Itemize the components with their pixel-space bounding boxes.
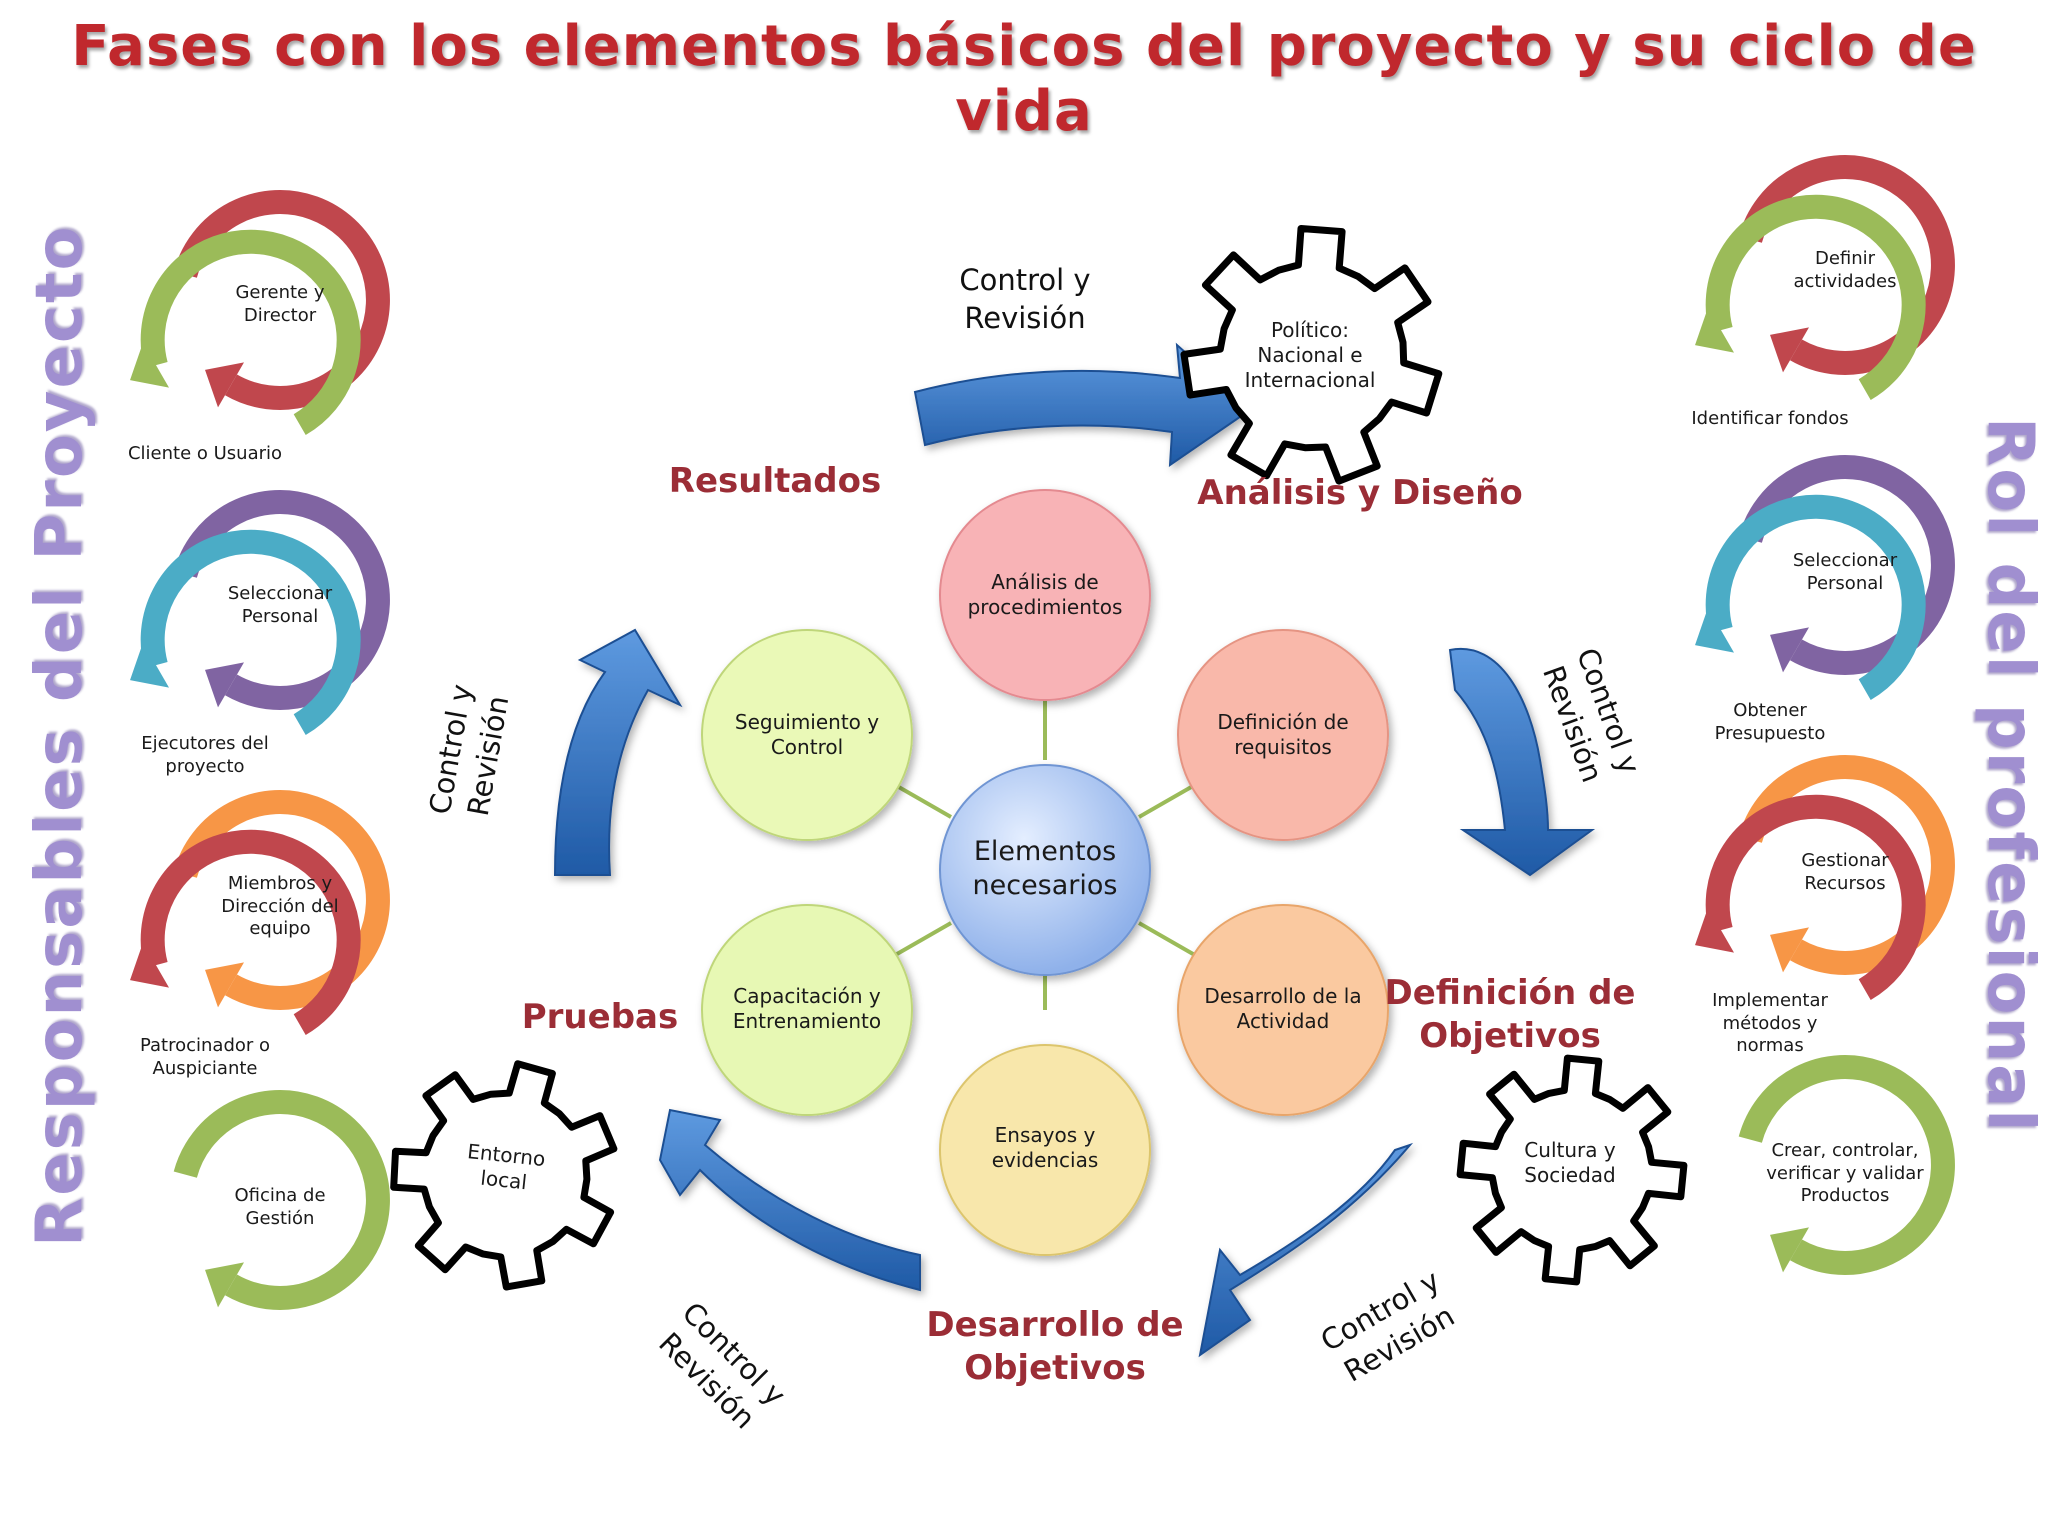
satellite-analisis-circle xyxy=(939,489,1151,701)
right-item-2: Seleccionar Personal xyxy=(1792,550,1898,594)
arc-arrowhead-right-0 xyxy=(205,362,244,408)
arc-arrowhead-left-5 xyxy=(130,942,169,988)
arc-arrowhead-right-4 xyxy=(1770,927,1809,973)
gears xyxy=(390,225,1688,1291)
left-item-6: Oficina de Gestión xyxy=(234,1185,326,1229)
side-title-left: Responsables del Proyecto xyxy=(23,224,97,1247)
satellite-circles xyxy=(701,489,1389,1256)
gear-label-politico: Político: Nacional e Internacional xyxy=(1244,318,1376,392)
right-item-0: Definir actividades xyxy=(1793,248,1897,292)
arc-arrow-right-2 xyxy=(173,490,390,710)
arc-arrow-left-1 xyxy=(140,229,361,435)
satellite-ensayos-circle xyxy=(939,1044,1151,1256)
arc-arrow-left-3 xyxy=(1705,494,1926,700)
phase-analisis: Análisis y Diseño xyxy=(1197,473,1523,513)
arrow-bottom-left xyxy=(658,1108,921,1292)
cycle-arrows xyxy=(553,342,1596,1358)
page-title: Fases con los elementos básicos del proy… xyxy=(71,14,1977,144)
right-item-4: Gestionar Recursos xyxy=(1801,850,1889,894)
right-item-6: Crear, controlar, verificar y validar Pr… xyxy=(1766,1140,1924,1206)
arc-arrowhead-right-2 xyxy=(205,662,244,708)
arc-arrowhead-right-2 xyxy=(1770,627,1809,673)
center-label: Elementos necesarios xyxy=(972,836,1118,901)
arc-arrowhead-right-0 xyxy=(1770,327,1809,373)
side-title-right: Rol del profesional xyxy=(1973,417,2047,1134)
arc-arrowhead-left-3 xyxy=(1695,607,1734,653)
satellite-label-capacitacion: Capacitación y Entrenamiento xyxy=(732,984,882,1033)
left-item-3: Ejecutores del proyecto xyxy=(141,733,269,777)
gear-politico-shape xyxy=(1180,225,1443,485)
arc-arrowhead-right-4 xyxy=(205,962,244,1008)
satellite-label-analisis: Análisis de procedimientos xyxy=(967,570,1123,619)
arc-arrow-right-6 xyxy=(1738,1055,1955,1275)
arc-arrowhead-left-1 xyxy=(1695,307,1734,353)
arc-arrow-left-5 xyxy=(140,829,361,1035)
left-item-2: Seleccionar Personal xyxy=(227,583,333,627)
left-item-0: Gerente y Director xyxy=(235,282,325,326)
arc-arrow-left-3 xyxy=(140,529,361,735)
satellite-requisitos-circle xyxy=(1177,629,1389,841)
arc-arrow-right-4 xyxy=(1738,755,1955,975)
gear-entorno-shape xyxy=(390,1060,618,1291)
satellite-label-requisitos: Definición de requisitos xyxy=(1217,710,1349,759)
satellite-label-actividad: Desarrollo de la Actividad xyxy=(1204,984,1362,1033)
arrow-right xyxy=(1448,647,1596,877)
right-item-1: Identificar fondos xyxy=(1691,408,1849,429)
control-label-top: Control y Revisión xyxy=(959,263,1091,335)
arc-arrowhead-right-6 xyxy=(1770,1227,1809,1273)
gear-cultura-shape xyxy=(1456,1054,1688,1286)
left-item-1: Cliente o Usuario xyxy=(127,443,283,464)
arc-arrowhead-left-3 xyxy=(130,642,169,688)
left-item-4: Miembros y Dirección del equipo xyxy=(221,873,339,939)
left-item-5: Patrocinador o Auspiciante xyxy=(139,1035,271,1079)
arc-arrow-right-0 xyxy=(173,190,390,410)
phase-resultados: Resultados xyxy=(668,461,882,501)
arc-arrowhead-left-5 xyxy=(1695,907,1734,953)
right-item-5: Implementar métodos y normas xyxy=(1712,990,1828,1056)
right-arc-group xyxy=(1695,155,1955,1275)
arc-arrow-right-0 xyxy=(1738,155,1955,375)
arrow-bottom-right xyxy=(1198,1142,1414,1358)
satellite-label-ensayos: Ensayos y evidencias xyxy=(991,1123,1099,1172)
satellite-capacitacion-circle xyxy=(701,904,913,1116)
arc-arrow-right-4 xyxy=(173,790,390,1010)
satellite-actividad-circle xyxy=(1177,904,1389,1116)
left-arc-group xyxy=(130,190,390,1310)
satellite-seguimiento-circle xyxy=(701,629,913,841)
arc-arrow-left-1 xyxy=(1705,194,1926,400)
phase-desarrollo: Desarrollo de Objetivos xyxy=(926,1305,1184,1388)
phase-definicion: Definición de Objetivos xyxy=(1384,973,1636,1056)
arc-arrow-right-2 xyxy=(1738,455,1955,675)
right-item-3: Obtener Presupuesto xyxy=(1714,700,1826,744)
center-circle xyxy=(939,764,1151,976)
arc-arrow-right-6 xyxy=(173,1090,390,1310)
satellite-label-seguimiento: Seguimiento y Control xyxy=(734,710,880,759)
arrow-left xyxy=(553,628,683,876)
gear-label-cultura: Cultura y Sociedad xyxy=(1524,1138,1616,1187)
arc-arrow-left-5 xyxy=(1705,794,1926,1000)
arc-arrowhead-left-1 xyxy=(130,342,169,388)
phase-pruebas: Pruebas xyxy=(521,997,679,1037)
arc-arrowhead-right-6 xyxy=(205,1262,244,1308)
